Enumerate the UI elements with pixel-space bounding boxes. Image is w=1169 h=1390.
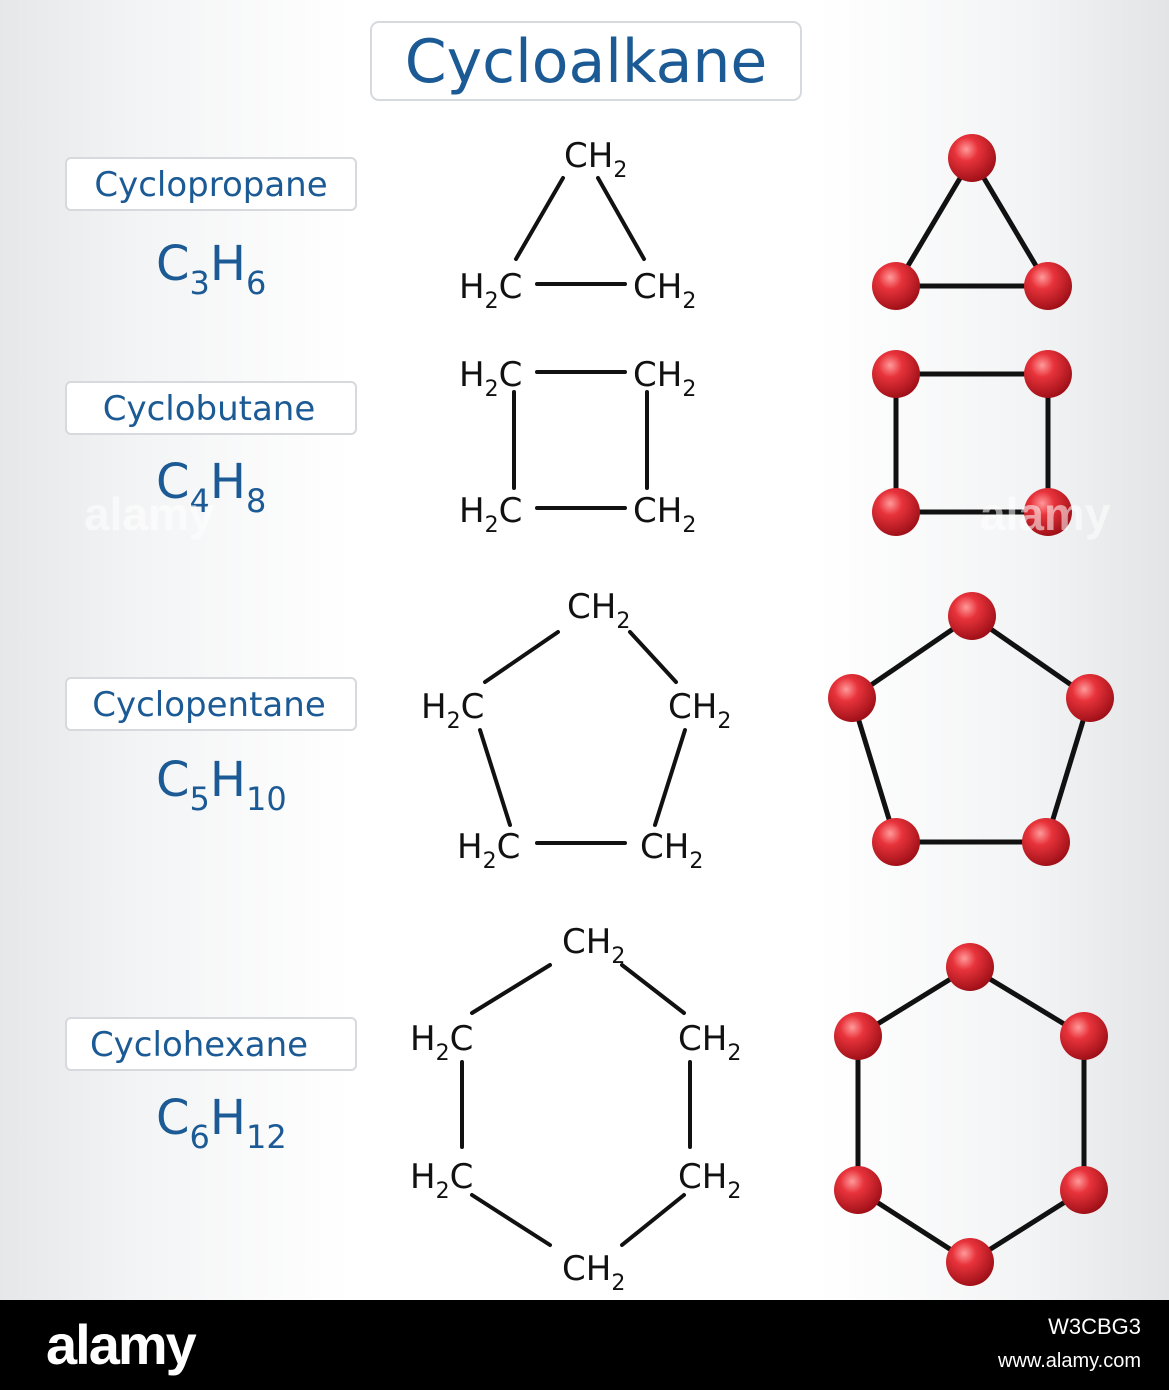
carbon-atom-sphere (948, 134, 996, 182)
name-label-cyclopropane: Cyclopropane (65, 157, 357, 211)
formula-cyclopentane: C5H10 (156, 752, 287, 818)
atom-label-ch2: CH2 (633, 267, 696, 314)
name-label-cyclobutane: Cyclobutane (65, 381, 357, 435)
title-badge: Cycloalkane (370, 21, 802, 101)
page-title: Cycloalkane (405, 27, 768, 97)
carbon-atom-sphere (834, 1166, 882, 1214)
formula-cyclopropane: C3H6 (156, 236, 266, 302)
atom-label-ch2: CH2 (668, 687, 731, 734)
name-label-cyclohexane: Cyclohexane (65, 1017, 357, 1071)
carbon-atom-sphere (872, 488, 920, 536)
molecule-name: Cyclopropane (94, 165, 327, 205)
molecule-name: Cyclobutane (103, 389, 316, 429)
carbon-atom-sphere (828, 674, 876, 722)
name-label-cyclopentane: Cyclopentane (65, 677, 357, 731)
watermark-text: alamy (980, 488, 1111, 540)
carbon-atom-sphere (1024, 262, 1072, 310)
carbon-atom-sphere (1060, 1012, 1108, 1060)
atom-label-ch2: CH2 (562, 1249, 625, 1296)
molecule-name: Cyclopentane (92, 685, 325, 725)
atom-label-ch2: CH2 (633, 355, 696, 402)
ball-model-cyclopentane (828, 592, 1114, 866)
watermark-overlay: alamy alamy (84, 488, 1111, 540)
molecule-name: Cyclohexane (90, 1025, 308, 1065)
atom-label-h2c: H2C (459, 491, 522, 538)
carbon-atom-sphere (872, 350, 920, 398)
atom-label-ch2: CH2 (564, 136, 627, 183)
carbon-atom-sphere (1024, 488, 1072, 536)
alamy-logo: alamy (46, 1313, 197, 1376)
watermark-text: alamy (84, 488, 215, 540)
formula-cyclobutane: C4H8 (156, 454, 266, 520)
atom-label-ch2: CH2 (562, 922, 625, 969)
diagram-canvas: Cycloalkane Cyclopropane Cyclobutane Cyc… (65, 21, 1114, 1296)
structure-cyclobutane: H2C CH2 H2C CH2 (459, 355, 696, 538)
carbon-atom-sphere (948, 592, 996, 640)
atom-label-ch2: CH2 (678, 1019, 741, 1066)
carbon-atom-sphere (1024, 350, 1072, 398)
formula-cyclohexane: C6H12 (156, 1090, 287, 1156)
carbon-atom-sphere (1066, 674, 1114, 722)
atom-label-h2c: H2C (410, 1019, 473, 1066)
ball-model-cyclohexane (834, 943, 1108, 1286)
carbon-atom-sphere (946, 1238, 994, 1286)
atom-label-ch2: CH2 (567, 587, 630, 634)
image-id: W3CBG3 (1048, 1314, 1141, 1339)
watermark-footer: alamy W3CBG3 www.alamy.com (0, 1300, 1169, 1390)
carbon-atom-sphere (834, 1012, 882, 1060)
atom-label-ch2: CH2 (640, 827, 703, 874)
carbon-atom-sphere (1060, 1166, 1108, 1214)
carbon-atom-sphere (1022, 818, 1070, 866)
ball-model-cyclopropane (872, 134, 1072, 310)
atom-label-h2c: H2C (459, 267, 522, 314)
structure-cyclopropane: CH2 H2C CH2 (459, 136, 696, 314)
carbon-atom-sphere (872, 818, 920, 866)
site-url: www.alamy.com (998, 1350, 1141, 1372)
structure-cyclohexane: CH2 H2C CH2 H2C CH2 CH2 (410, 922, 741, 1296)
atom-label-h2c: H2C (421, 687, 484, 734)
carbon-atom-sphere (946, 943, 994, 991)
atom-label-h2c: H2C (457, 827, 520, 874)
atom-label-h2c: H2C (410, 1157, 473, 1204)
atom-label-h2c: H2C (459, 355, 522, 402)
carbon-atom-sphere (872, 262, 920, 310)
atom-label-ch2: CH2 (633, 491, 696, 538)
ball-model-cyclobutane (872, 350, 1072, 536)
structure-cyclopentane: CH2 H2C CH2 H2C CH2 (421, 587, 731, 874)
atom-label-ch2: CH2 (678, 1157, 741, 1204)
